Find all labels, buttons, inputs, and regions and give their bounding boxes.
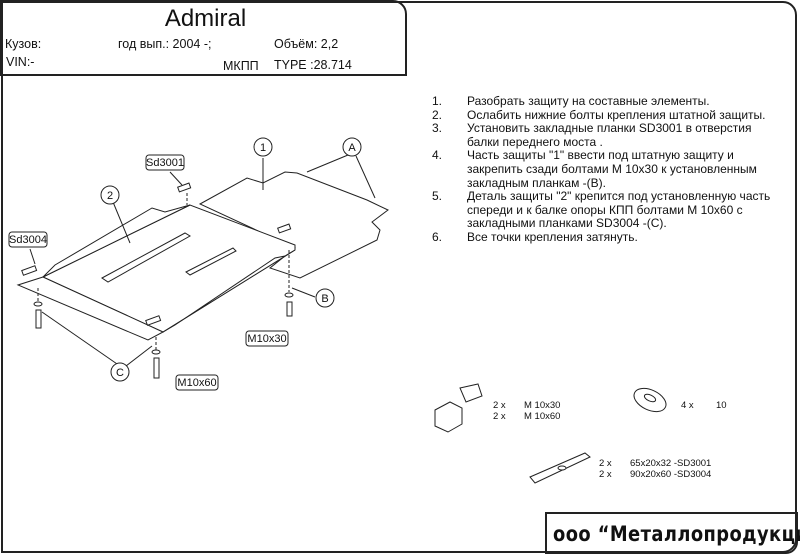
step-text: Установить закладные планки SD3001 в отв… [467, 121, 752, 149]
washer-list: 4 x 10 [681, 400, 727, 411]
instruction-item: 6. Все точки крепления затянуть. [432, 229, 787, 245]
type-label: TYPE :28.714 [274, 58, 352, 72]
step-text: Ослабить нижние болты крепления штатной … [467, 107, 766, 122]
vin-label: VIN:- [6, 55, 35, 69]
part-2-rear-flange [42, 204, 191, 278]
part-name: 65x20x32 -SD3001 [630, 458, 712, 469]
assembly-diagram: 1 2 A B C Sd3001 Sd3004 M10x30 M10x60 [8, 137, 389, 391]
part-2-front-flange [162, 249, 296, 333]
step-number: 5. [432, 189, 443, 204]
callout-2 [100, 185, 120, 205]
label-m10x30: M10x30 [247, 333, 286, 345]
bolt-icon [434, 383, 483, 433]
company-name: ооо “Металлопродукция” [553, 522, 800, 546]
step-text: Все точки крепления затянуть. [467, 229, 638, 244]
mounting-plate-icon [529, 452, 591, 484]
label-part-2: 2 [107, 190, 113, 202]
part-name: 10 [716, 400, 727, 411]
label-m10x60: M10x60 [177, 377, 216, 389]
qty: 2 x [493, 411, 506, 422]
label-b: B [321, 293, 328, 305]
gearbox-label: МКПП [223, 59, 259, 73]
qty: 2 x [493, 400, 506, 411]
qty: 2 x [599, 458, 612, 469]
step-text: Деталь защиты "2" крепится под установле… [467, 189, 771, 231]
title-block: Admiral [0, 0, 407, 76]
label-sd3001: Sd3001 [146, 157, 184, 169]
slot [185, 247, 237, 276]
step-number: 2. [432, 107, 443, 122]
label-a: A [348, 142, 356, 154]
part-2-side-flange [16, 276, 165, 341]
label-part-1: 1 [260, 142, 266, 154]
instruction-item: 2. Ослабить нижние болты крепления штатно… [432, 107, 787, 123]
plate-list: 2 x 65x20x32 -SD3001 2 x 90x20x60 -SD3004 [599, 458, 711, 480]
label-sd3004: Sd3004 [9, 234, 47, 246]
step-number: 3. [432, 121, 443, 136]
step-text: Разобрать защиту на составные элементы. [467, 94, 710, 108]
part-1-plate [198, 171, 389, 279]
instruction-item: 5. Деталь защиты "2" крепится под установ… [432, 189, 787, 231]
callout-1 [253, 137, 273, 157]
part-name: 90x20x60 -SD3004 [630, 469, 712, 480]
callout-b [315, 288, 335, 308]
step-number: 1. [432, 94, 443, 108]
company-footer: ооо “Металлопродукция” [545, 512, 800, 554]
bolt-list: 2 x M 10x30 2 x M 10x60 [493, 400, 560, 422]
body-label: Кузов: [5, 37, 42, 51]
year-label: год вып.: 2004 -; [118, 37, 212, 51]
step-number: 6. [432, 229, 443, 244]
callout-a [342, 137, 362, 157]
volume-label: Объём: 2,2 [274, 37, 339, 51]
qty: 4 x [681, 400, 694, 411]
instruction-item: 4. Часть защиты "1" ввести под штатную за… [432, 149, 787, 190]
slot [101, 232, 191, 283]
parts-icons [434, 383, 667, 484]
callout-c [110, 362, 130, 382]
instruction-item: 3. Установить закладные планки SD3001 в о… [432, 121, 787, 149]
label-c: C [116, 367, 124, 379]
bolt-icon [33, 292, 294, 379]
qty: 2 x [599, 469, 612, 480]
part-name: M 10x60 [524, 411, 561, 422]
vehicle-title: Admiral [164, 5, 247, 32]
instruction-item: 1. Разобрать защиту на составные элементы… [432, 94, 787, 109]
washer-icon [633, 387, 667, 413]
step-number: 4. [432, 148, 443, 163]
instructions-list: 1. Разобрать защиту на составные элементы… [432, 94, 787, 245]
step-text: Часть защиты "1" ввести под штатную защи… [467, 148, 757, 190]
part-name: M 10x30 [524, 400, 561, 411]
